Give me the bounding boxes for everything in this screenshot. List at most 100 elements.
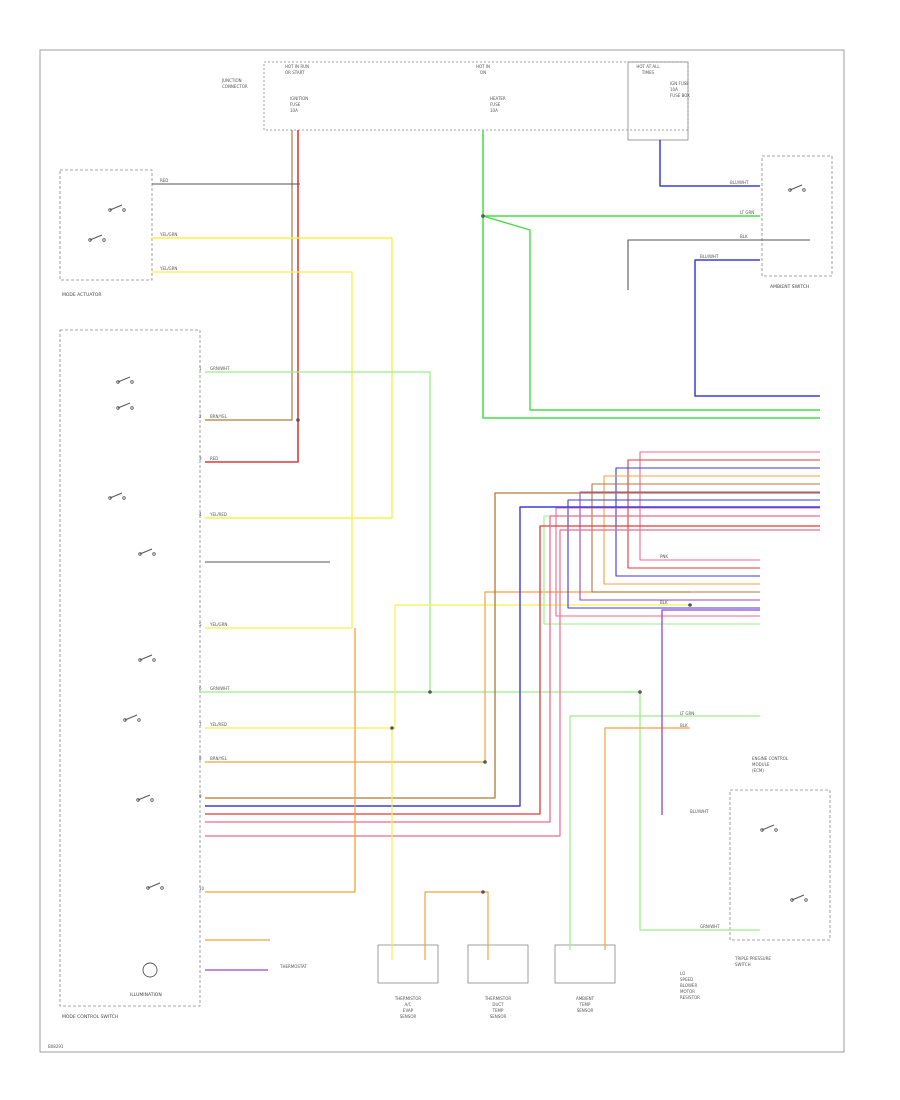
ecm-switch-icon xyxy=(774,828,778,832)
wire-blue-right xyxy=(694,259,820,397)
splice-dot xyxy=(481,890,485,894)
wire-color-label: BLU/WHT xyxy=(700,254,719,259)
wire-color-label: YEL/GRN xyxy=(159,266,177,271)
wire-bundle xyxy=(555,507,820,617)
wire-color-label: RED xyxy=(210,456,218,461)
wire-color-label: LT GRN xyxy=(680,711,694,716)
wire-brown-bundle xyxy=(205,492,820,799)
actuator-switch-icon xyxy=(89,234,103,241)
fuse-box-label: IGN FUSE xyxy=(670,81,689,86)
thermistor-2-frame xyxy=(467,944,529,984)
thermistor-1-label: A/C xyxy=(405,1002,412,1007)
ambient-switch-icon xyxy=(789,184,803,191)
wire-color-label: LT GRN xyxy=(740,210,754,215)
wire-yellow-2 xyxy=(152,271,353,629)
fuse-box-label: 10A xyxy=(670,87,678,92)
wire-bundle xyxy=(567,499,820,609)
thermistor-1-label: THERMISTOR xyxy=(394,996,422,1001)
splice-dot xyxy=(390,726,394,730)
connector-pin-number: 5 xyxy=(199,622,202,627)
pressure-switch-label: SWITCH xyxy=(735,962,751,967)
wire-lightgreen-sensor xyxy=(569,715,760,950)
splice-dot xyxy=(428,690,432,694)
connector-pin-number: 10 xyxy=(199,886,205,891)
control-switch-icon xyxy=(152,552,156,556)
splice-dot xyxy=(688,603,692,607)
wire-color-label: YEL/GRN xyxy=(159,232,177,237)
heater-fuse-label: HEATER xyxy=(490,96,506,101)
blower-motor-label: RESISTOR xyxy=(680,995,700,1000)
actuator-switch-icon xyxy=(88,238,92,242)
ambient-switch-frame xyxy=(761,155,833,277)
connector-pin-number: 8 xyxy=(199,756,202,761)
ignition-fuse-label: IGNITION xyxy=(290,96,308,101)
control-switch-icon xyxy=(139,548,153,555)
mode-control-switch-frame xyxy=(59,329,201,1007)
ambient-sensor-label: AMBIENT xyxy=(576,996,595,1001)
thermistor-2-label: THERMISTOR xyxy=(484,996,512,1001)
wire-bundle xyxy=(579,491,820,601)
illumination-label: ILLUMINATION xyxy=(130,992,162,998)
diagram-frame xyxy=(39,49,845,1053)
thermostat-label: THERMOSTAT xyxy=(279,964,307,969)
ambient-switch-label: AMBIENT SWITCH xyxy=(770,284,809,290)
ecm-frame xyxy=(729,789,831,941)
thermistor-1-label: EVAP xyxy=(403,1008,414,1013)
wire-black-ambient xyxy=(627,239,810,290)
ecm-label: ENGINE CONTROL xyxy=(752,756,789,761)
wire-color-label: BLU/WHT xyxy=(730,180,749,185)
ambient-sensor-label: TEMP xyxy=(579,1002,591,1007)
ecm-switch-icon xyxy=(761,824,775,831)
wire-color-label: GRN/WHT xyxy=(210,686,230,691)
actuator-switch-icon xyxy=(109,204,123,211)
wire-purple-ecm xyxy=(661,609,760,815)
wire-pink-bundle xyxy=(205,515,820,823)
junction-connector-label: JUNCTION xyxy=(221,78,242,83)
connector-pin-number: 3 xyxy=(199,456,202,461)
ecm-switch-icon xyxy=(804,898,808,902)
wire-orange-long xyxy=(205,591,690,763)
mode-actuator-frame xyxy=(59,169,153,281)
wire-color-label: RED xyxy=(160,178,168,183)
control-switch-icon xyxy=(150,798,154,802)
actuator-switch-icon xyxy=(122,208,126,212)
ignition-fuse-label: FUSE xyxy=(290,102,301,107)
control-switch-icon xyxy=(117,402,131,409)
hot-at-all-times-label: HOT AT ALL xyxy=(636,64,660,69)
control-switch-icon xyxy=(139,654,153,661)
wire-color-label: YEL/RED xyxy=(209,512,227,517)
control-switch-icon xyxy=(137,718,141,722)
heater-fuse-label: 10A xyxy=(490,108,498,113)
ambient-sensor-frame xyxy=(554,944,616,984)
wire-color-label: PNK xyxy=(660,554,668,559)
wire-color-label: BLU/WHT xyxy=(690,809,709,814)
wire-orange-sensor xyxy=(205,628,356,893)
wire-orange-sensor-3 xyxy=(604,727,690,950)
blower-motor-label: LO xyxy=(680,971,685,976)
control-switch-icon xyxy=(130,380,134,384)
wire-yellow-actuator xyxy=(152,237,393,519)
connector-pin-number: 2 xyxy=(199,414,202,419)
connector-pin-number: 1 xyxy=(199,366,202,371)
thermistor-1-label: SENSOR xyxy=(400,1014,417,1019)
mode-actuator-label: MODE ACTUATOR xyxy=(62,292,102,298)
control-switch-icon xyxy=(160,886,164,890)
wire-bundle xyxy=(627,459,820,569)
control-switch-icon xyxy=(147,882,161,889)
fuse-block-frame xyxy=(263,61,689,131)
hot-in-run-label: OR START xyxy=(285,70,305,75)
ecm-label: (ECM) xyxy=(752,768,764,773)
wire-color-label: BLK xyxy=(680,723,688,728)
wire-yellow-long xyxy=(205,604,690,729)
wire-red-main xyxy=(205,130,299,463)
wire-blue-bundle xyxy=(205,506,820,807)
wire-pink-2 xyxy=(205,529,820,837)
splice-dot xyxy=(481,214,485,218)
hot-in-run-label: HOT IN RUN xyxy=(285,64,309,69)
control-switch-icon xyxy=(130,406,134,410)
control-switch-icon xyxy=(109,492,123,499)
ambient-switch-icon xyxy=(802,188,806,192)
fuse-block-right-frame xyxy=(627,61,689,141)
splice-dot xyxy=(638,690,642,694)
